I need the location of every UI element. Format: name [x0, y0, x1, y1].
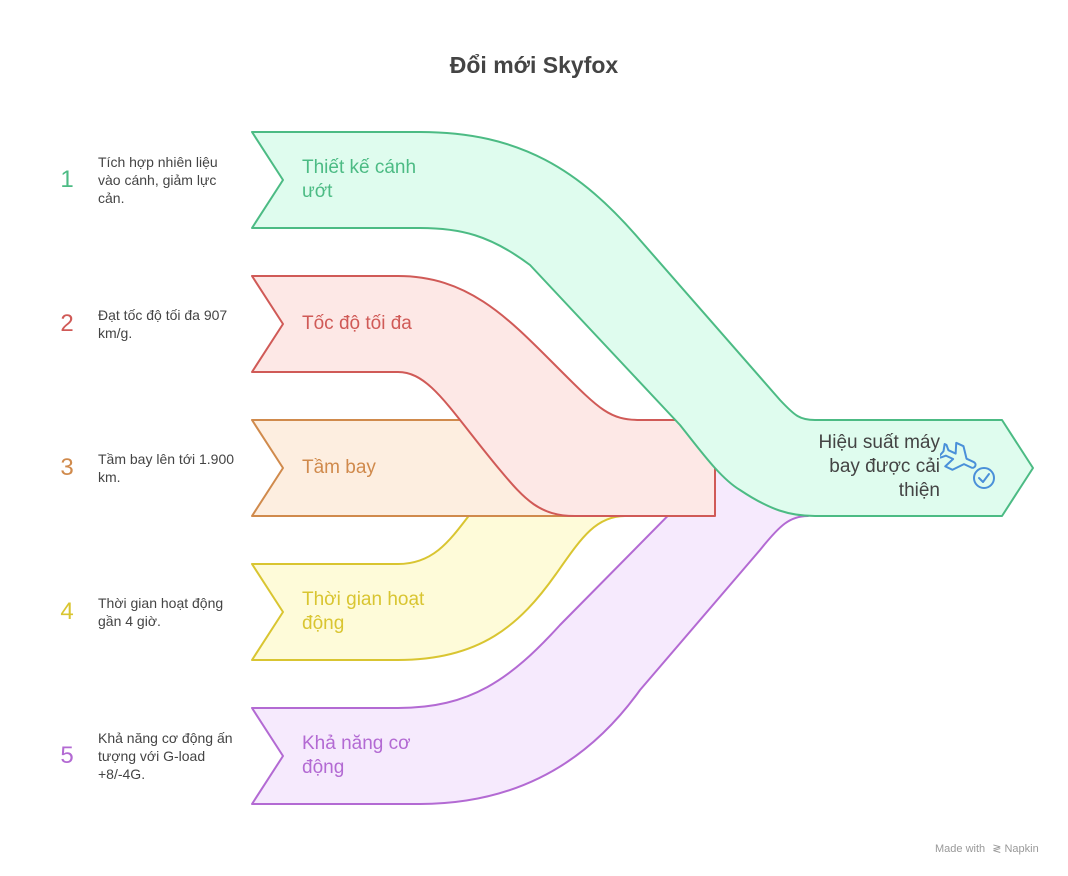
- flow-band-1: [251, 131, 1034, 517]
- band-label-2: Tốc độ tối đa: [302, 313, 412, 334]
- step-number-2: 2: [60, 310, 74, 337]
- step-description-5: Khả năng cơ động ấn tượng với G-load +8/…: [98, 730, 233, 782]
- band-label-4: Thời gian hoạt động: [302, 589, 425, 634]
- result-label: Hiệu suất máy bay được cải thiện: [818, 432, 940, 501]
- diagram-title: Đổi mới Skyfox: [449, 52, 619, 78]
- step-description-1: Tích hợp nhiên liệu vào cánh, giảm lực c…: [98, 154, 218, 206]
- step-description-3: Tầm bay lên tới 1.900 km.: [98, 451, 235, 485]
- napkin-logo-icon: ≷: [992, 843, 1002, 855]
- band-label-1: Thiết kế cánh ướt: [302, 157, 417, 202]
- step-description-2: Đạt tốc độ tối đa 907 km/g.: [98, 307, 228, 341]
- step-number-4: 4: [60, 598, 74, 625]
- footer-brand: Napkin: [1004, 843, 1039, 855]
- band-label-5: Khả năng cơ động: [302, 733, 411, 778]
- footer-credit: Made with ≷ Napkin: [935, 842, 1039, 855]
- step-number-1: 1: [60, 166, 74, 193]
- step-description-4: Thời gian hoạt động gần 4 giờ.: [98, 595, 224, 629]
- step-number-3: 3: [60, 454, 74, 481]
- airplane-check-icon: [937, 441, 1000, 498]
- step-number-5: 5: [60, 742, 74, 769]
- band-label-3: Tầm bay: [302, 457, 376, 478]
- footer-made-with: Made with: [935, 843, 986, 855]
